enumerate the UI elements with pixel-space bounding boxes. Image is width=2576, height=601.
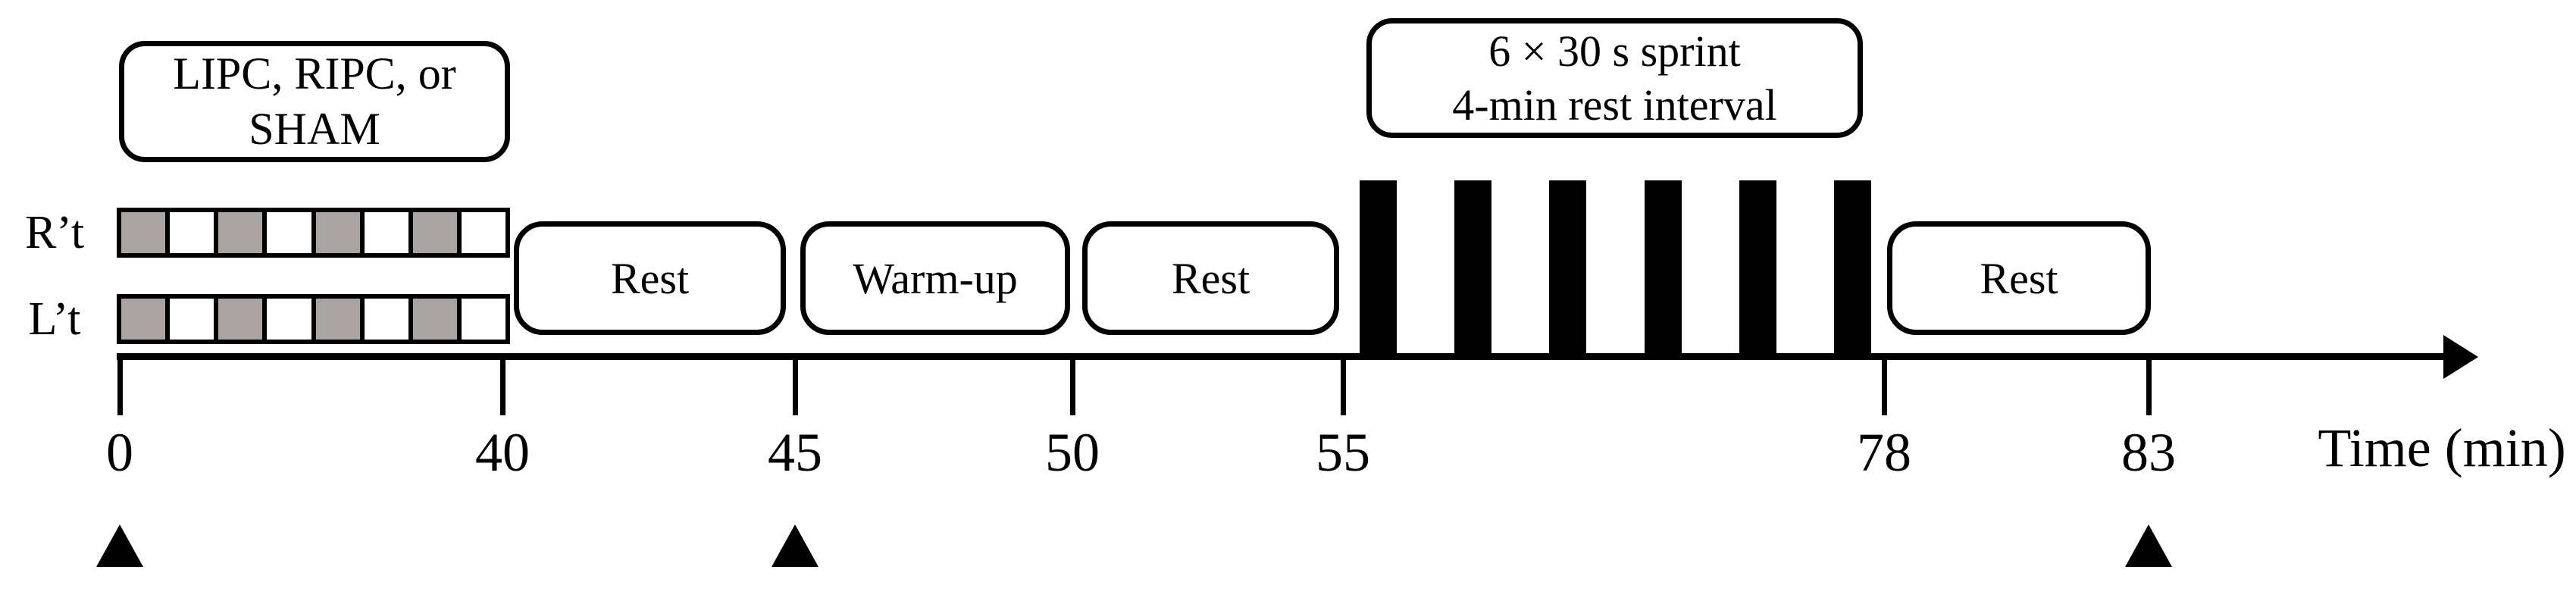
cuff-cycle-cell-released	[267, 299, 316, 340]
time-axis-label: Time (min)	[2318, 418, 2566, 478]
intervention-box: LIPC, RIPC, or SHAM	[119, 41, 510, 162]
axis-tick	[2146, 356, 2152, 415]
left-thigh-cuff-row	[117, 294, 510, 344]
cuff-cycle-cell-released	[364, 212, 413, 253]
cuff-cycle-cell-occluded	[121, 299, 171, 340]
phase-box-rest-3-label: Rest	[1980, 253, 2058, 303]
intervention-box-line1: LIPC, RIPC, or	[173, 49, 456, 99]
cuff-cycle-cell-occluded	[412, 212, 462, 253]
sprint-protocol-box: 6 × 30 s sprint 4-min rest interval	[1366, 18, 1863, 138]
cuff-cycle-cell-released	[364, 299, 413, 340]
axis-tick	[500, 356, 505, 415]
cuff-cycle-cell-released	[170, 212, 219, 253]
measurement-marker-icon	[772, 524, 818, 567]
cuff-cycle-cell-occluded	[218, 299, 268, 340]
phase-box-warmup-label: Warm-up	[853, 253, 1018, 303]
timeline-arrowhead-icon	[2443, 335, 2478, 379]
sprint-protocol-box-line1: 6 × 30 s sprint	[1488, 27, 1741, 76]
cuff-cycle-cell-released	[461, 212, 505, 253]
sprint-bar	[1454, 180, 1491, 354]
cuff-cycle-cell-released	[170, 299, 219, 340]
sprint-protocol-box-line2: 4-min rest interval	[1452, 80, 1777, 130]
sprint-bar	[1834, 180, 1871, 354]
axis-tick-label: 55	[1316, 422, 1370, 483]
cuff-cycle-cell-occluded	[315, 299, 365, 340]
sprint-bar	[1645, 180, 1682, 354]
right-thigh-label: R’t	[24, 207, 85, 258]
axis-tick-label: 50	[1045, 422, 1100, 483]
phase-box-rest-2-label: Rest	[1171, 253, 1250, 303]
timeline-axis	[117, 353, 2446, 360]
axis-tick	[793, 356, 798, 415]
axis-tick-label: 78	[1857, 422, 1911, 483]
sprint-bar	[1360, 180, 1397, 354]
sprint-bar	[1549, 180, 1586, 354]
cuff-cycle-cell-released	[461, 299, 505, 340]
sprint-bar	[1739, 180, 1776, 354]
phase-box-rest-1: Rest	[514, 221, 786, 335]
phase-box-rest-3: Rest	[1887, 221, 2151, 335]
intervention-box-line2: SHAM	[249, 104, 380, 154]
cuff-cycle-cell-occluded	[412, 299, 462, 340]
axis-tick	[1070, 356, 1075, 415]
axis-tick-label: 0	[106, 422, 133, 483]
cuff-cycle-cell-occluded	[315, 212, 365, 253]
measurement-marker-icon	[2125, 524, 2172, 567]
phase-box-rest-1-label: Rest	[610, 253, 690, 303]
measurement-marker-icon	[96, 524, 143, 567]
cuff-cycle-cell-released	[267, 212, 316, 253]
cuff-cycle-cell-occluded	[121, 212, 171, 253]
axis-tick-label: 45	[768, 422, 822, 483]
phase-box-warmup: Warm-up	[800, 221, 1070, 335]
cuff-cycle-cell-occluded	[218, 212, 268, 253]
phase-box-rest-2: Rest	[1082, 221, 1339, 335]
axis-tick	[117, 356, 123, 415]
right-thigh-cuff-row	[117, 208, 510, 258]
axis-tick	[1882, 356, 1887, 415]
axis-tick-label: 83	[2121, 422, 2176, 483]
axis-tick-label: 40	[475, 422, 530, 483]
axis-tick	[1341, 356, 1346, 415]
left-thigh-label: L’t	[28, 293, 81, 345]
